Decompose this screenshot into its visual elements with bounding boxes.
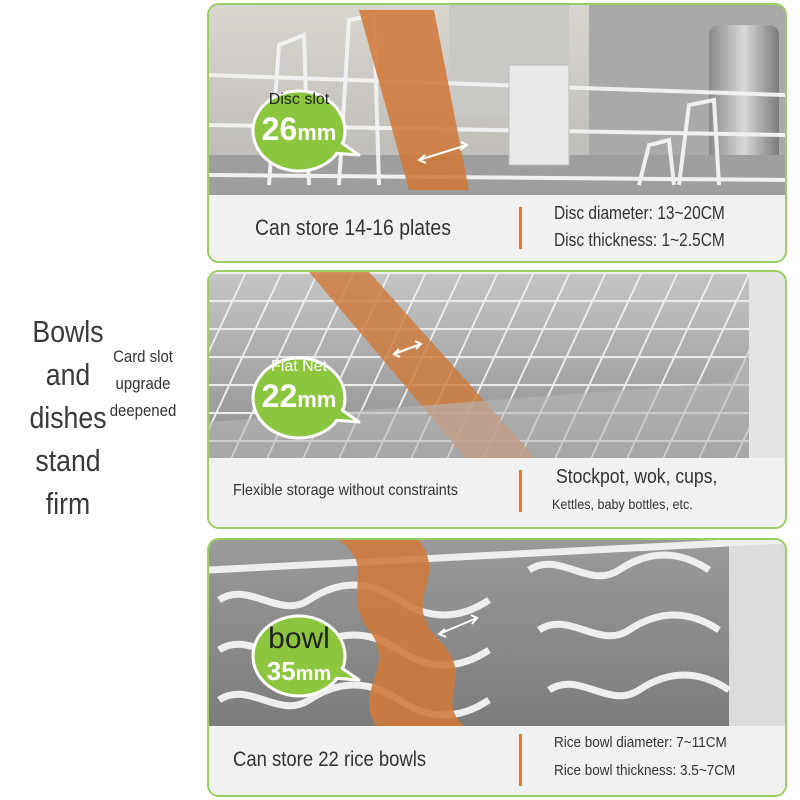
- badge-value: 26: [261, 111, 298, 147]
- speech-bubble-icon: [251, 614, 361, 698]
- badge-measure: 35mm: [247, 656, 351, 687]
- badge-measure: 22mm: [247, 378, 351, 415]
- badge-label: Flat Net: [270, 358, 327, 375]
- speech-bubble-icon: [251, 89, 361, 173]
- info-bar: Can store 22 rice bowls Rice bowl diamet…: [209, 726, 785, 795]
- flat-net-panel: Flat Net 22mm Flexible storage without c…: [207, 270, 787, 529]
- subheadline-line: Card slot: [113, 347, 173, 366]
- disc-rack-photo: [209, 5, 785, 195]
- spec-line: Disc diameter: 13~20CM: [554, 203, 725, 223]
- subheadline: Card slot upgrade deepened: [100, 343, 186, 424]
- badge: Flat Net 22mm: [247, 354, 367, 449]
- speech-bubble-icon: [251, 356, 361, 440]
- spec-line: Rice bowl diameter: 7~11CM: [554, 734, 727, 751]
- badge-measure: 26mm: [247, 111, 351, 148]
- bowl-panel: bowl 35mm Can store 22 rice bowls Rice b…: [207, 538, 787, 797]
- disc-slot-panel: Disc slot 26mm Can store 14-16 plates Di…: [207, 3, 787, 263]
- headline-line: Bowls: [32, 314, 104, 349]
- capacity-caption: Flexible storage without constraints: [233, 482, 458, 499]
- capacity-caption: Can store 22 rice bowls: [233, 748, 427, 771]
- headline-line: stand: [35, 443, 101, 478]
- badge-label: bowl: [268, 622, 330, 655]
- badge-unit: mm: [297, 120, 337, 145]
- badge-unit: mm: [297, 387, 337, 412]
- headline-line: and: [45, 357, 91, 392]
- spec-line: Rice bowl thickness: 3.5~7CM: [554, 762, 736, 779]
- spec-line: Stockpot, wok, cups,: [556, 466, 718, 488]
- info-bar: Can store 14-16 plates Disc diameter: 13…: [209, 195, 785, 261]
- subheadline-line: upgrade: [115, 374, 171, 393]
- headline-line: dishes: [29, 400, 107, 435]
- info-bar: Flexible storage without constraints Sto…: [209, 458, 785, 527]
- divider: [519, 734, 522, 786]
- capacity-caption: Can store 14-16 plates: [255, 215, 451, 240]
- divider: [519, 470, 522, 512]
- badge-unit: mm: [295, 663, 332, 685]
- spec-line: Kettles, baby bottles, etc.: [552, 496, 693, 512]
- badge-value: 22: [261, 378, 298, 414]
- badge-value: 35: [266, 656, 296, 686]
- badge: Disc slot 26mm: [247, 87, 367, 182]
- subheadline-line: deepened: [109, 401, 177, 420]
- headline: Bowls and dishes stand firm: [18, 310, 118, 525]
- spec-line: Disc thickness: 1~2.5CM: [554, 230, 725, 250]
- badge-label: Disc slot: [268, 91, 330, 108]
- headline-line: firm: [45, 486, 91, 521]
- badge: bowl 35mm: [247, 612, 367, 707]
- divider: [519, 207, 522, 249]
